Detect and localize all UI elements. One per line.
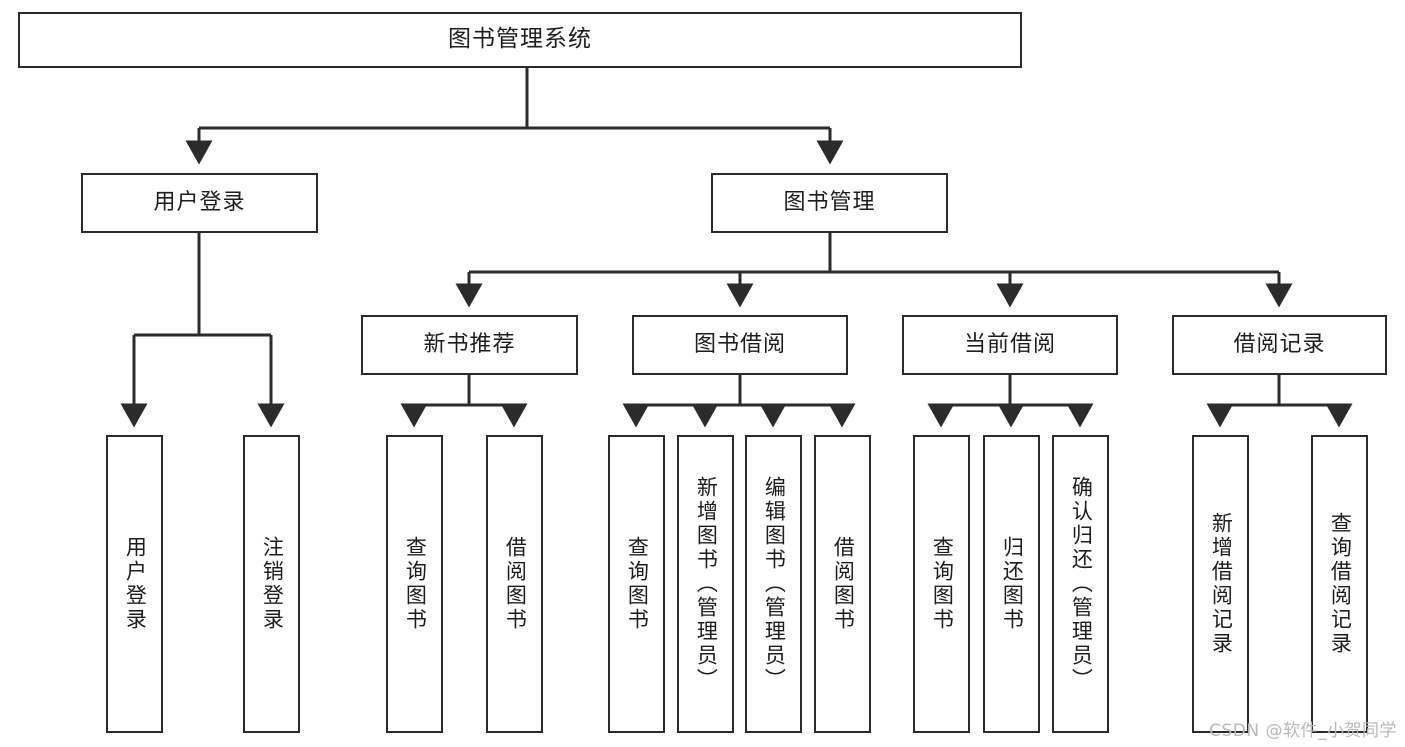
leaf-inner: 查询借阅记录 [1313, 437, 1366, 731]
leaf-inner: 归还图书 [985, 437, 1038, 731]
leaf-query-book-recommend[interactable]: 查询图书 [386, 435, 443, 733]
node-new-book-recommend[interactable]: 新书推荐 [361, 315, 578, 375]
leaf-inner: 新增图书（管理员） [679, 437, 732, 731]
node-label: 当前借阅 [963, 331, 1056, 357]
leaf-inner: 用户登录 [108, 437, 161, 731]
node-book-borrow[interactable]: 图书借阅 [632, 315, 848, 375]
node-label: 借阅记录 [1233, 331, 1326, 357]
leaf-inner: 查询图书 [610, 437, 663, 731]
node-label: 图书管理 [783, 189, 876, 215]
leaf-query-book-borrow[interactable]: 查询图书 [608, 435, 665, 733]
leaf-inner: 借阅图书 [488, 437, 541, 731]
leaf-borrow-book-recommend[interactable]: 借阅图书 [486, 435, 543, 733]
leaf-label: 查询图书 [625, 536, 650, 632]
leaf-label: 编辑图书（管理员） [762, 476, 787, 692]
leaf-confirm-return-admin[interactable]: 确认归还（管理员） [1052, 435, 1109, 733]
node-label: 图书管理系统 [448, 26, 592, 53]
leaf-label: 注销登录 [260, 536, 285, 632]
leaf-inner: 查询图书 [388, 437, 441, 731]
leaf-inner: 查询图书 [915, 437, 968, 731]
leaf-add-book-admin[interactable]: 新增图书（管理员） [677, 435, 734, 733]
leaf-label: 查询图书 [403, 536, 428, 632]
node-label: 新书推荐 [423, 331, 516, 357]
leaf-label: 归还图书 [1000, 536, 1025, 632]
leaf-inner: 确认归还（管理员） [1054, 437, 1107, 731]
leaf-add-borrow-record[interactable]: 新增借阅记录 [1192, 435, 1249, 733]
leaf-edit-book-admin[interactable]: 编辑图书（管理员） [745, 435, 802, 733]
node-label: 图书借阅 [693, 331, 786, 357]
node-user-login[interactable]: 用户登录 [81, 173, 318, 233]
leaf-label: 确认归还（管理员） [1069, 476, 1094, 692]
leaf-label: 用户登录 [123, 536, 148, 632]
node-book-management[interactable]: 图书管理 [711, 173, 948, 233]
leaf-label: 新增图书（管理员） [694, 476, 719, 692]
leaf-label: 查询借阅记录 [1328, 512, 1353, 656]
watermark-text: CSDN @软件_小贺同学 [1209, 721, 1397, 741]
leaf-query-borrow-record[interactable]: 查询借阅记录 [1311, 435, 1368, 733]
leaf-logout[interactable]: 注销登录 [243, 435, 300, 733]
leaf-label: 借阅图书 [503, 536, 528, 632]
leaf-borrow-book[interactable]: 借阅图书 [814, 435, 871, 733]
leaf-inner: 注销登录 [245, 437, 298, 731]
node-root-system[interactable]: 图书管理系统 [18, 12, 1022, 68]
leaf-inner: 新增借阅记录 [1194, 437, 1247, 731]
node-label: 用户登录 [153, 189, 246, 215]
leaf-label: 新增借阅记录 [1209, 512, 1234, 656]
leaf-query-book-current[interactable]: 查询图书 [913, 435, 970, 733]
leaf-label: 借阅图书 [831, 536, 856, 632]
node-current-borrow[interactable]: 当前借阅 [902, 315, 1118, 375]
node-borrow-record[interactable]: 借阅记录 [1172, 315, 1387, 375]
leaf-inner: 编辑图书（管理员） [747, 437, 800, 731]
leaf-inner: 借阅图书 [816, 437, 869, 731]
leaf-return-book[interactable]: 归还图书 [983, 435, 1040, 733]
leaf-label: 查询图书 [930, 536, 955, 632]
leaf-user-login[interactable]: 用户登录 [106, 435, 163, 733]
